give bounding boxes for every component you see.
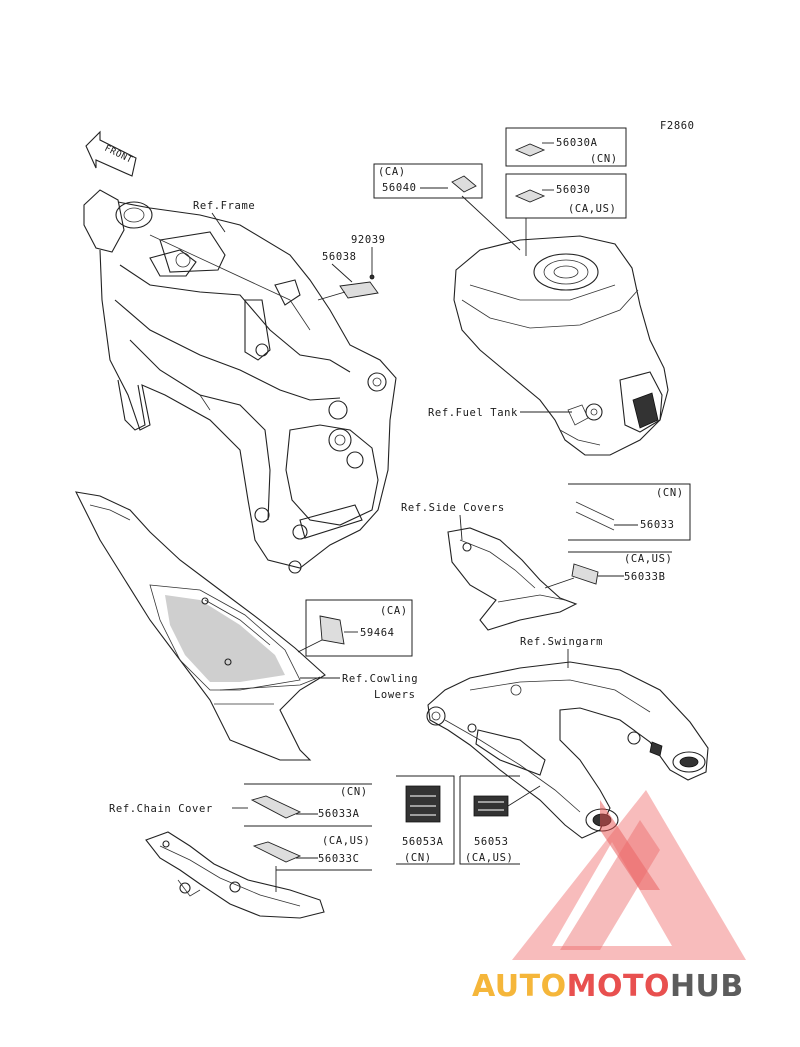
callout-56033: (CN) 56033 bbox=[568, 483, 691, 541]
ref-side-covers-label: Ref.Side Covers bbox=[401, 502, 505, 514]
region-59464: (CA) bbox=[380, 605, 408, 617]
region-56033C: (CA,US) bbox=[322, 835, 370, 847]
callout-56030: 56030 (CA,US) bbox=[505, 173, 627, 256]
callout-59464: (CA) 59464 bbox=[297, 599, 413, 657]
ref-chain-cover-label: Ref.Chain Cover bbox=[109, 803, 213, 815]
chain-cover-drawing bbox=[145, 831, 325, 919]
swingarm-drawing bbox=[426, 661, 709, 839]
part-number-56033B: 56033B bbox=[624, 571, 666, 583]
part-number-59464: 59464 bbox=[360, 627, 395, 639]
callout-56033B: (CA,US) 56033B bbox=[544, 551, 672, 589]
region-56053A: (CN) bbox=[404, 852, 432, 864]
callout-56040: (CA) 56040 bbox=[373, 163, 521, 251]
part-number-56030: 56030 bbox=[556, 184, 591, 196]
watermark-text: AUTOMOTOHUB bbox=[472, 969, 744, 1004]
frame-drawing bbox=[83, 189, 397, 574]
region-56033A: (CN) bbox=[340, 786, 368, 798]
region-56030: (CA,US) bbox=[568, 203, 616, 215]
callout-56053: 56053 (CA,US) bbox=[459, 775, 541, 865]
front-arrow-icon: FRONT bbox=[85, 130, 137, 177]
watermark-auto: AUTO bbox=[472, 969, 567, 1004]
callout-56033C: (CA,US) 56033C bbox=[252, 835, 372, 892]
part-number-56033A: 56033A bbox=[318, 808, 360, 820]
cowling-lowers-drawing bbox=[75, 491, 326, 761]
part-number-92039: 92039 bbox=[351, 234, 386, 246]
fuel-tank-drawing bbox=[453, 235, 669, 456]
ref-cowling-label-line2: Lowers bbox=[374, 689, 416, 701]
watermark-moto: MOTO bbox=[567, 969, 670, 1004]
region-56040: (CA) bbox=[378, 166, 406, 178]
callout-56030A: 56030A (CN) bbox=[505, 127, 627, 167]
side-cover-drawing bbox=[447, 527, 578, 631]
part-number-56040: 56040 bbox=[382, 182, 417, 194]
part-number-56033C: 56033C bbox=[318, 853, 360, 865]
callout-56033A: (CN) 56033A bbox=[244, 783, 372, 827]
front-arrow-label: FRONT bbox=[103, 144, 134, 166]
callout-92039: 92039 bbox=[351, 234, 386, 280]
part-number-56053A: 56053A bbox=[402, 836, 444, 848]
watermark-hub: HUB bbox=[670, 969, 744, 1004]
ref-frame-label: Ref.Frame bbox=[193, 200, 255, 212]
part-number-56053: 56053 bbox=[474, 836, 509, 848]
part-number-56033: 56033 bbox=[640, 519, 675, 531]
figure-code: F2860 bbox=[660, 120, 695, 132]
region-56033: (CN) bbox=[656, 487, 684, 499]
automotohub-logo bbox=[512, 790, 746, 960]
region-56030A: (CN) bbox=[590, 153, 618, 165]
part-number-56038: 56038 bbox=[322, 251, 357, 263]
callout-56038: 56038 bbox=[317, 251, 379, 301]
ref-fuel-tank-label: Ref.Fuel Tank bbox=[428, 407, 518, 419]
region-56053: (CA,US) bbox=[465, 852, 513, 864]
part-number-56030A: 56030A bbox=[556, 137, 598, 149]
ref-cowling-label-line1: Ref.Cowling bbox=[342, 673, 418, 685]
region-56033B: (CA,US) bbox=[624, 553, 672, 565]
callout-56053A: 56053A (CN) bbox=[396, 775, 455, 865]
ref-swingarm-label: Ref.Swingarm bbox=[520, 636, 603, 648]
